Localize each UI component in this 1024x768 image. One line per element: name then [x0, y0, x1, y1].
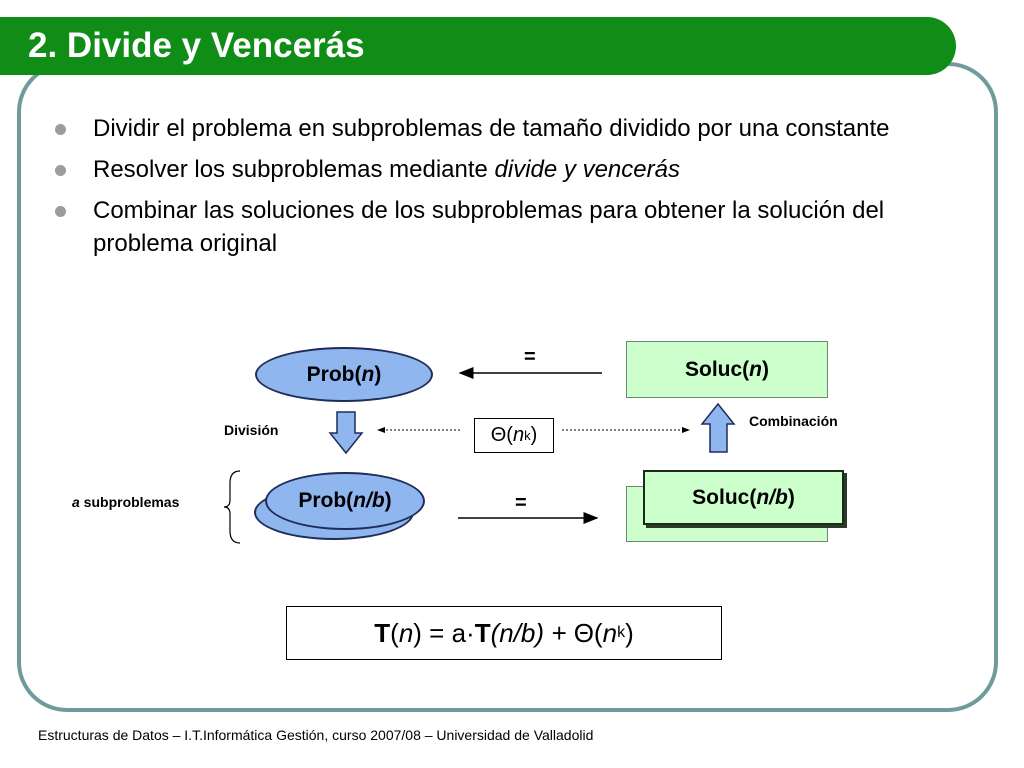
combination-label: Combinación	[749, 413, 838, 429]
prob-nb-ellipse: Prob(n/b)	[265, 472, 425, 530]
equals-bottom: =	[515, 492, 527, 514]
bullet-list: Dividir el problema en subproblemas de t…	[55, 112, 935, 268]
bullet-item: Dividir el problema en subproblemas de t…	[55, 112, 935, 145]
bullet-item: Combinar las soluciones de los subproble…	[55, 194, 935, 260]
formula-part: ) = a	[413, 617, 467, 648]
division-label: División	[224, 422, 279, 438]
title-bar	[0, 17, 956, 75]
soluc-prefix: Soluc(	[685, 357, 750, 381]
prob-suffix: )	[384, 489, 392, 512]
prob-prefix: Prob(	[306, 362, 362, 386]
bullet-text: Dividir el problema en subproblemas de t…	[93, 115, 890, 142]
subproblems-var: a	[72, 494, 80, 510]
formula-part: (	[390, 617, 399, 648]
formula-part: )	[625, 617, 634, 648]
up-block-arrow-icon	[700, 402, 736, 453]
theta-exp: k	[524, 428, 531, 443]
equals-top: =	[524, 346, 536, 368]
soluc-prefix: Soluc(	[692, 485, 757, 509]
bullet-italic-text: divide y vencerás	[494, 156, 680, 183]
subproblems-text: subproblemas	[79, 494, 180, 510]
soluc-var: n	[749, 357, 762, 381]
bullet-dot-icon	[55, 165, 66, 176]
soluc-suffix: )	[787, 485, 795, 509]
bullet-dot-icon	[55, 124, 66, 135]
formula-part: (	[593, 617, 603, 648]
formula-n: n	[398, 617, 414, 648]
formula-theta: Θ	[573, 617, 594, 648]
paren-close: )	[530, 424, 538, 446]
soluc-suffix: )	[762, 357, 769, 381]
prob-var: n	[361, 362, 375, 386]
soluc-n-box: Soluc(n)	[626, 341, 828, 398]
bullet-text: Combinar las soluciones de los subproble…	[93, 197, 885, 257]
prob-n-ellipse: Prob(n)	[255, 347, 433, 402]
formula-T1: T	[374, 617, 391, 648]
bullet-item: Resolver los subproblemas mediante divid…	[55, 153, 935, 186]
prob-suffix: )	[374, 362, 382, 386]
brace-icon	[223, 470, 241, 544]
bullet-dot-icon	[55, 206, 66, 217]
theta-var: n	[512, 424, 525, 446]
formula-part: (n/b) +	[490, 617, 574, 648]
formula-dot: ·	[466, 617, 475, 648]
subproblems-label: a subproblemas	[72, 494, 179, 510]
soluc-var: n/b	[756, 485, 788, 509]
formula-n2: n	[602, 617, 618, 648]
footer-text: Estructuras de Datos – I.T.Informática G…	[38, 727, 594, 743]
paren-open: (	[506, 424, 513, 446]
down-block-arrow-icon	[328, 411, 364, 455]
bullet-text: Resolver los subproblemas mediante	[93, 156, 495, 183]
formula-T2: T	[474, 617, 491, 648]
prob-prefix: Prob(	[298, 489, 354, 512]
formula-exp: k	[617, 624, 626, 641]
prob-var: n/b	[353, 489, 385, 512]
theta-symbol: Θ	[490, 424, 507, 446]
slide-title: 2. Divide y Vencerás	[28, 26, 365, 65]
soluc-nb-box: Soluc(n/b)	[643, 470, 844, 525]
